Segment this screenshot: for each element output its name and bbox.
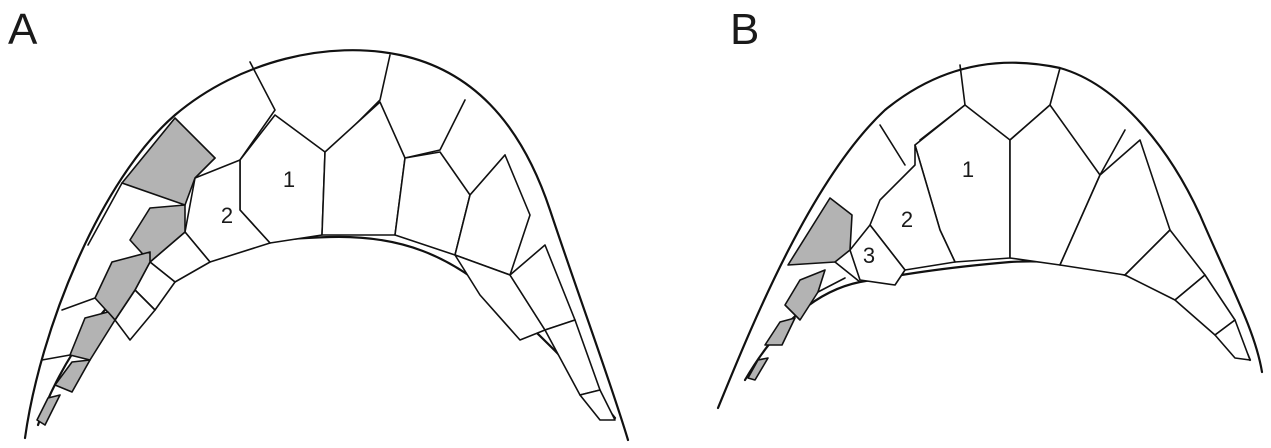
plate-central-right <box>322 102 405 235</box>
panel-b-suture <box>880 125 905 165</box>
panel-b: B 1 2 3 <box>718 5 1262 408</box>
panel-a-suture <box>62 298 95 310</box>
panel-a-letter: A <box>8 5 38 54</box>
panel-a-suture <box>42 355 70 360</box>
plate-right-2 <box>455 155 530 275</box>
plate-label-2: 2 <box>901 207 913 232</box>
shaded-plate <box>785 270 825 320</box>
shaded-plate <box>765 318 795 345</box>
panel-b-letter: B <box>730 5 759 54</box>
plate-label-2: 2 <box>221 203 233 228</box>
panel-a-suture <box>405 100 465 158</box>
plate-label-1: 1 <box>283 167 295 192</box>
plate-label-3: 3 <box>863 243 875 268</box>
panel-a-suture <box>88 183 122 245</box>
plate-right-6 <box>580 390 615 420</box>
panel-a: A 1 2 <box>8 5 628 440</box>
plate-label-1: 1 <box>962 157 974 182</box>
panel-a-outer-outline <box>25 50 628 440</box>
shaded-plate <box>37 395 60 425</box>
shaded-plate <box>70 312 115 360</box>
